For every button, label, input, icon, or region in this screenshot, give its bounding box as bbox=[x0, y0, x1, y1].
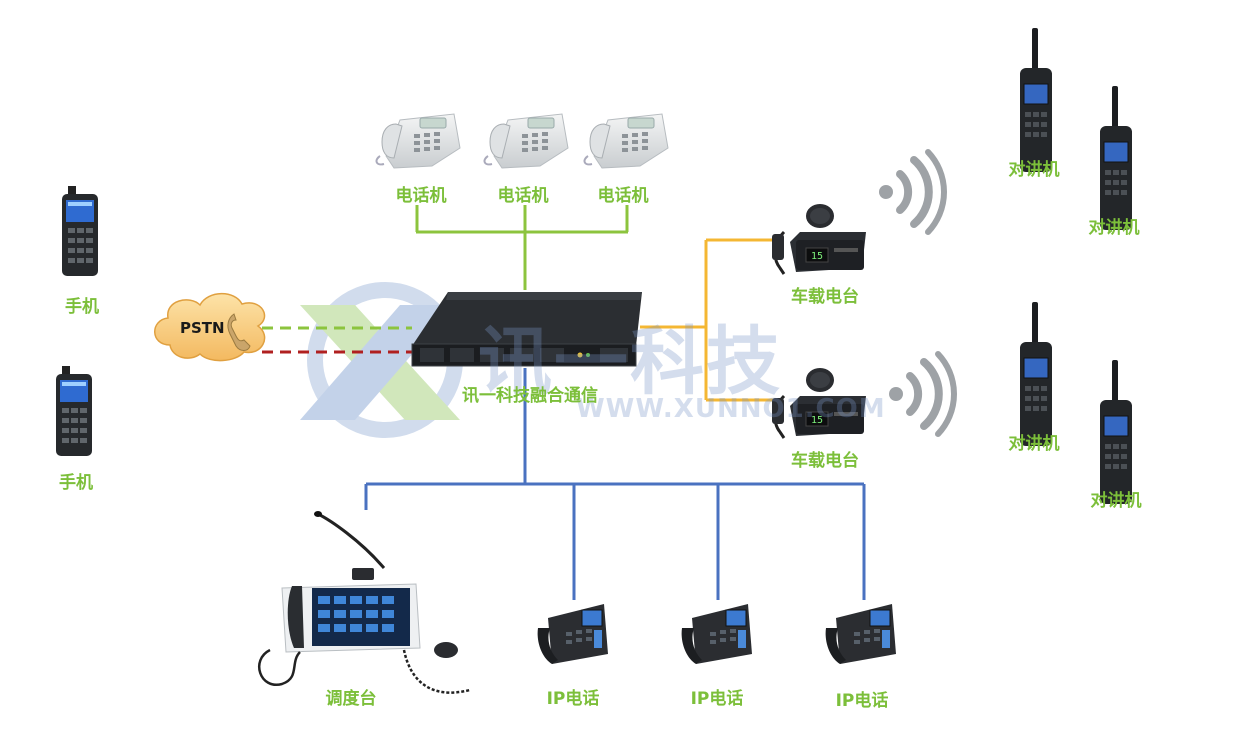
desk-phone-icon bbox=[483, 113, 569, 169]
watermark-url-text: WWW.XUNNO1.COM bbox=[576, 394, 886, 424]
walkie-talkie-icon bbox=[1100, 86, 1132, 230]
watermark-brand-text: 讯一科技 bbox=[478, 319, 782, 405]
core-device-label: 讯一科技融合通信 bbox=[462, 386, 598, 406]
dispatch-console-icon bbox=[258, 511, 471, 694]
walkie-talkie-label: 对讲机 bbox=[1088, 218, 1140, 238]
wireless-signal-icon bbox=[879, 149, 947, 235]
walkie-talkie-icon bbox=[1020, 28, 1052, 172]
desk-phone-label: 电话机 bbox=[497, 186, 549, 206]
desk-phone-label: 电话机 bbox=[395, 186, 447, 206]
desk-phone-label: 电话机 bbox=[597, 186, 649, 206]
mobile-phone-icon bbox=[62, 186, 98, 276]
vehicle-radio-icon: 15 bbox=[772, 204, 866, 275]
ip-phone-icon bbox=[825, 604, 896, 664]
svg-text:15: 15 bbox=[811, 251, 823, 262]
desk-phone-icon bbox=[375, 113, 461, 169]
ip-phone-icon bbox=[537, 604, 608, 664]
walkie-talkie-label: 对讲机 bbox=[1008, 434, 1060, 454]
ip-phone-label: IP电话 bbox=[835, 691, 889, 711]
yellow-radio-lines bbox=[640, 238, 775, 402]
mobile-phone-icon bbox=[56, 366, 92, 456]
mobile-phone-label: 手机 bbox=[59, 473, 93, 493]
walkie-talkie-label: 对讲机 bbox=[1090, 491, 1142, 511]
wireless-signal-icon bbox=[889, 351, 957, 437]
ip-phone-label: IP电话 bbox=[690, 689, 744, 709]
walkie-talkie-icon bbox=[1020, 302, 1052, 446]
fusion-gateway-device bbox=[411, 292, 642, 367]
pstn-label: PSTN bbox=[180, 319, 225, 337]
ip-phone-icon bbox=[681, 604, 752, 664]
mobile-phone-label: 手机 bbox=[65, 297, 99, 317]
vehicle-radio-label: 车载电台 bbox=[791, 287, 859, 307]
desk-phone-icon bbox=[583, 113, 669, 169]
green-phone-lines bbox=[415, 205, 629, 290]
vehicle-radio-icon: 15 bbox=[772, 368, 866, 439]
vehicle-radio-label: 车载电台 bbox=[791, 451, 859, 471]
dispatch-console-label: 调度台 bbox=[325, 689, 377, 709]
pstn-cloud-icon: PSTN bbox=[154, 292, 266, 362]
walkie-talkie-label: 对讲机 bbox=[1008, 160, 1060, 180]
ip-phone-label: IP电话 bbox=[546, 689, 600, 709]
walkie-talkie-icon bbox=[1100, 360, 1132, 504]
svg-text:15: 15 bbox=[811, 415, 823, 426]
blue-ip-lines bbox=[364, 368, 866, 600]
